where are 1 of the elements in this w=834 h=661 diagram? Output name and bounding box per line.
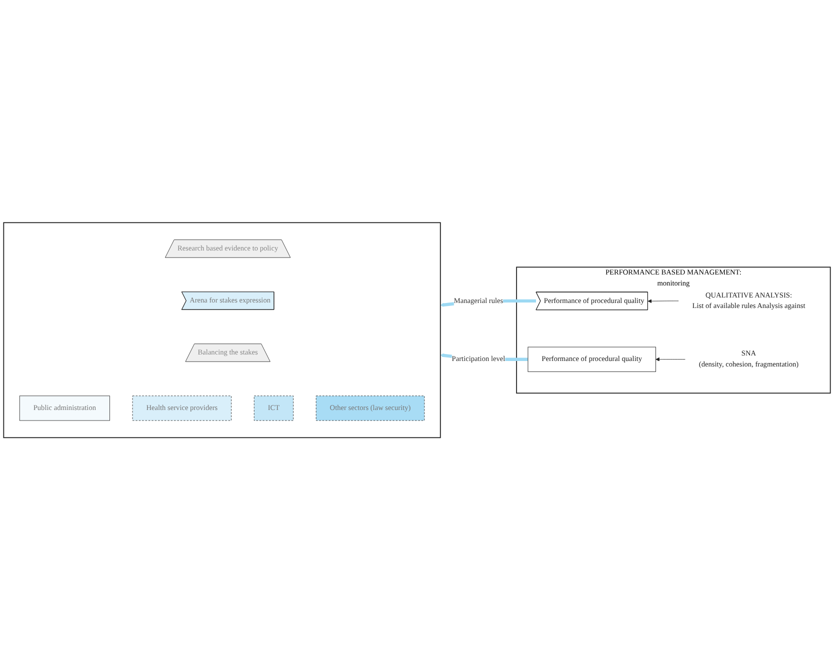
cluster — [3, 222, 441, 438]
